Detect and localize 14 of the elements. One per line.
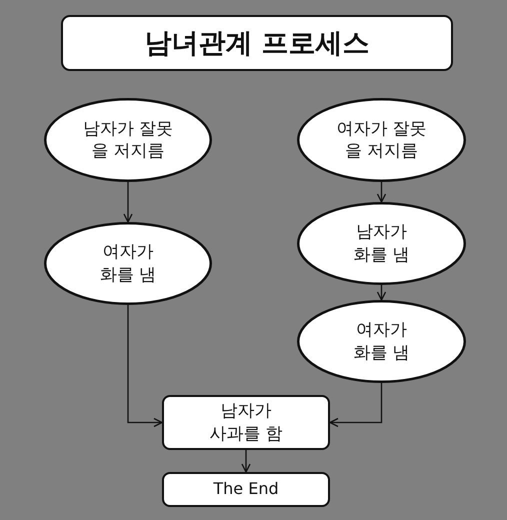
process-ellipse: 여자가 화를 냄 — [297, 300, 466, 383]
process-box: The End — [162, 472, 330, 507]
arrow — [123, 182, 133, 223]
process-ellipse: 남자가 잘못 을 저지름 — [44, 98, 212, 182]
arrow — [376, 285, 386, 301]
arrow — [127, 305, 163, 428]
process-ellipse: 여자가 잘못 을 저지름 — [297, 98, 466, 182]
process-ellipse: 남자가 화를 냄 — [297, 202, 466, 285]
arrow — [241, 450, 251, 473]
arrow — [376, 182, 386, 203]
arrow — [329, 383, 382, 428]
process-box: 남자가 사과를 함 — [162, 395, 330, 450]
title: 남녀관계 프로세스 — [61, 15, 453, 71]
process-ellipse: 여자가 화를 냄 — [44, 222, 212, 305]
